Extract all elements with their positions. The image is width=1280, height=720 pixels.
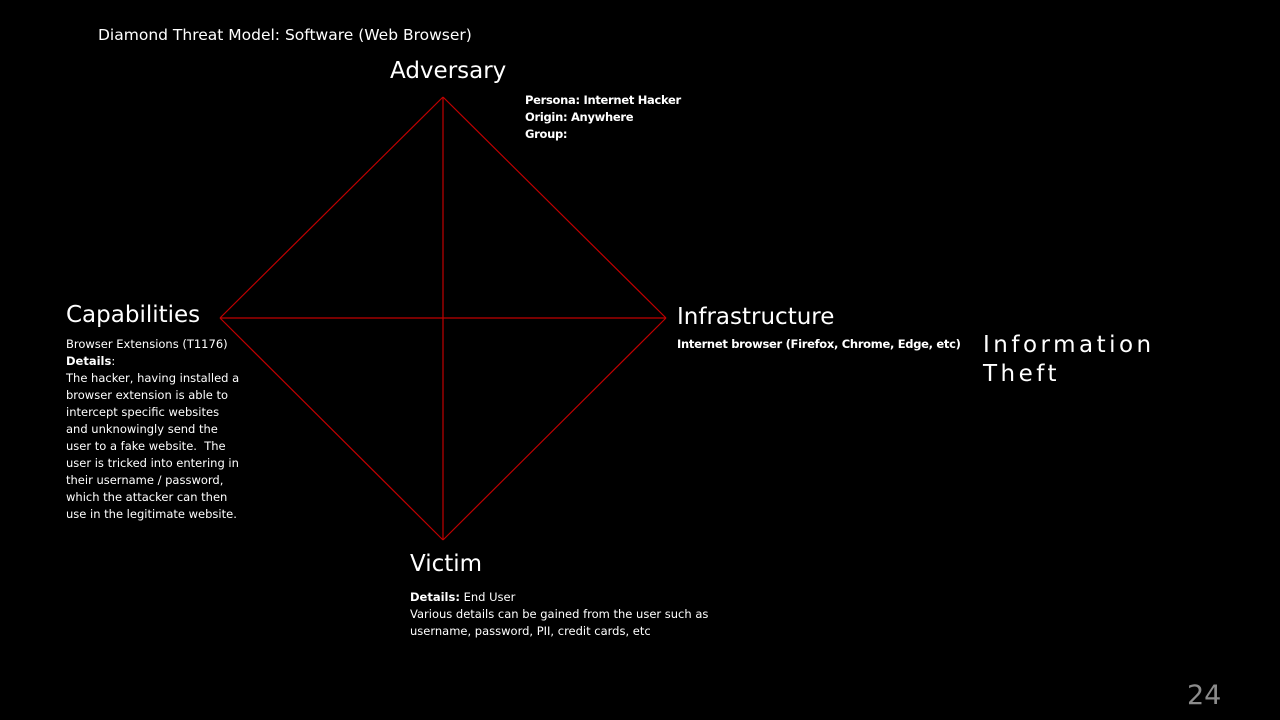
event-label-line2: Theft — [983, 361, 1060, 387]
capabilities-details-line: their username / password, — [66, 473, 224, 487]
capabilities-details-line: use in the legitimate website. — [66, 507, 237, 521]
victim-description-line: Various details can be gained from the u… — [410, 607, 709, 621]
event-label-line1: Information — [983, 332, 1155, 358]
edge-infrastructure-victim — [442, 317, 667, 541]
capabilities-details-line: and unknowingly send the — [66, 422, 218, 436]
adversary-group: Group: — [525, 127, 568, 141]
edge-capabilities-adversary — [219, 96, 444, 319]
edge-victim-capabilities — [219, 317, 444, 541]
capabilities-details-text: The hacker, having installed a browser e… — [66, 370, 242, 523]
adversary-origin: Origin: Anywhere — [525, 110, 634, 124]
capabilities-details-line: user to a fake website. The — [66, 439, 226, 453]
slide-number: 24 — [1187, 680, 1222, 711]
victim-details-label: Details: — [410, 590, 460, 604]
capabilities-details-line: user is tricked into entering in — [66, 456, 239, 470]
victim-details-heading: Details: End User — [410, 589, 730, 606]
victim-details-value: End User — [459, 590, 516, 604]
capabilities-details-line: The hacker, having installed a — [66, 371, 240, 385]
infrastructure-details: Internet browser (Firefox, Chrome, Edge,… — [677, 337, 961, 351]
edge-adversary-infrastructure — [442, 96, 667, 319]
capabilities-title: Capabilities — [66, 302, 201, 328]
adversary-title: Adversary — [390, 58, 507, 84]
infrastructure-title: Infrastructure — [677, 304, 835, 330]
capabilities-details-line: which the attacker can then — [66, 490, 228, 504]
victim-title: Victim — [410, 551, 483, 577]
capabilities-details-line: intercept specific websites — [66, 405, 220, 419]
capabilities-details: Browser Extensions (T1176) Details: The … — [66, 336, 242, 523]
adversary-details: Persona: Internet Hacker Origin: Anywher… — [525, 92, 725, 143]
capabilities-technique: Browser Extensions (T1176) — [66, 337, 228, 351]
capabilities-details-line: browser extension is able to — [66, 388, 229, 402]
event-label: Information Theft — [983, 331, 1155, 389]
adversary-persona: Persona: Internet Hacker — [525, 93, 681, 107]
capabilities-details-heading: Details: — [66, 354, 116, 368]
victim-description-line: username, password, PII, credit cards, e… — [410, 624, 651, 638]
capabilities-details-label: Details — [66, 354, 112, 368]
slide-title: Diamond Threat Model: Software (Web Brow… — [98, 26, 472, 44]
victim-details: Details: End User Various details can be… — [410, 589, 730, 640]
